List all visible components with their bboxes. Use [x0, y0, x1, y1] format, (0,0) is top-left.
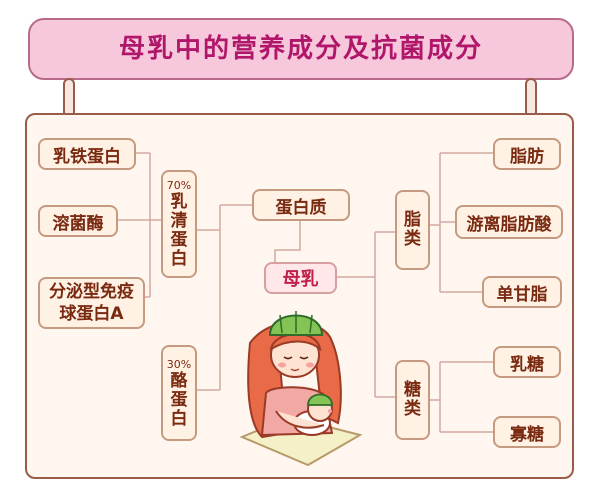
- node-breast-milk-label: 母乳: [282, 269, 319, 290]
- node-sugars: 糖类: [395, 360, 430, 440]
- node-siga-label: 分泌型免疫球蛋白A: [49, 282, 134, 324]
- node-lysozyme-label: 溶菌酶: [52, 213, 104, 234]
- casein-label: 酪蛋白: [170, 370, 188, 429]
- whey-label: 乳清蛋白: [170, 192, 188, 269]
- mother-baby-illustration: [239, 311, 363, 467]
- node-lactoferrin-label: 乳铁蛋白: [53, 146, 121, 167]
- node-free-fatty-acid-label: 游离脂肪酸: [466, 214, 552, 235]
- node-lactose: 乳糖: [493, 346, 561, 378]
- title-banner: [28, 18, 574, 80]
- mother-arm: [275, 410, 325, 429]
- node-lactose-label: 乳糖: [510, 354, 544, 375]
- node-protein-label: 蛋白质: [275, 197, 327, 218]
- node-breast-milk: 母乳: [264, 262, 337, 294]
- node-free-fatty-acid: 游离脂肪酸: [455, 205, 563, 239]
- node-protein: 蛋白质: [252, 189, 350, 221]
- node-lactoferrin: 乳铁蛋白: [38, 138, 136, 170]
- node-lysozyme: 溶菌酶: [38, 205, 118, 237]
- node-casein: 30% 酪蛋白: [161, 345, 197, 441]
- mother-bangs: [269, 333, 322, 352]
- node-monoglyceride: 单甘脂: [482, 276, 562, 308]
- hanger-left: [63, 78, 75, 118]
- node-fat-label: 脂肪: [510, 146, 544, 167]
- baby-hat: [307, 393, 333, 406]
- page-title: 母乳中的营养成分及抗菌成分: [118, 34, 483, 64]
- hanger-right: [525, 78, 537, 118]
- node-fat: 脂肪: [493, 138, 561, 170]
- node-lipids-label: 脂类: [404, 210, 421, 249]
- node-monoglyceride-label: 单甘脂: [496, 284, 548, 305]
- whey-percent: 70%: [166, 179, 192, 192]
- node-lipids: 脂类: [395, 190, 430, 270]
- node-siga: 分泌型免疫球蛋白A: [38, 277, 145, 329]
- casein-percent: 30%: [166, 357, 192, 371]
- node-sugars-label: 糖类: [404, 380, 421, 419]
- node-whey-protein: 70% 乳清蛋白: [161, 170, 197, 278]
- node-oligosaccharide: 寡糖: [493, 416, 561, 448]
- node-oligosaccharide-label: 寡糖: [510, 424, 544, 445]
